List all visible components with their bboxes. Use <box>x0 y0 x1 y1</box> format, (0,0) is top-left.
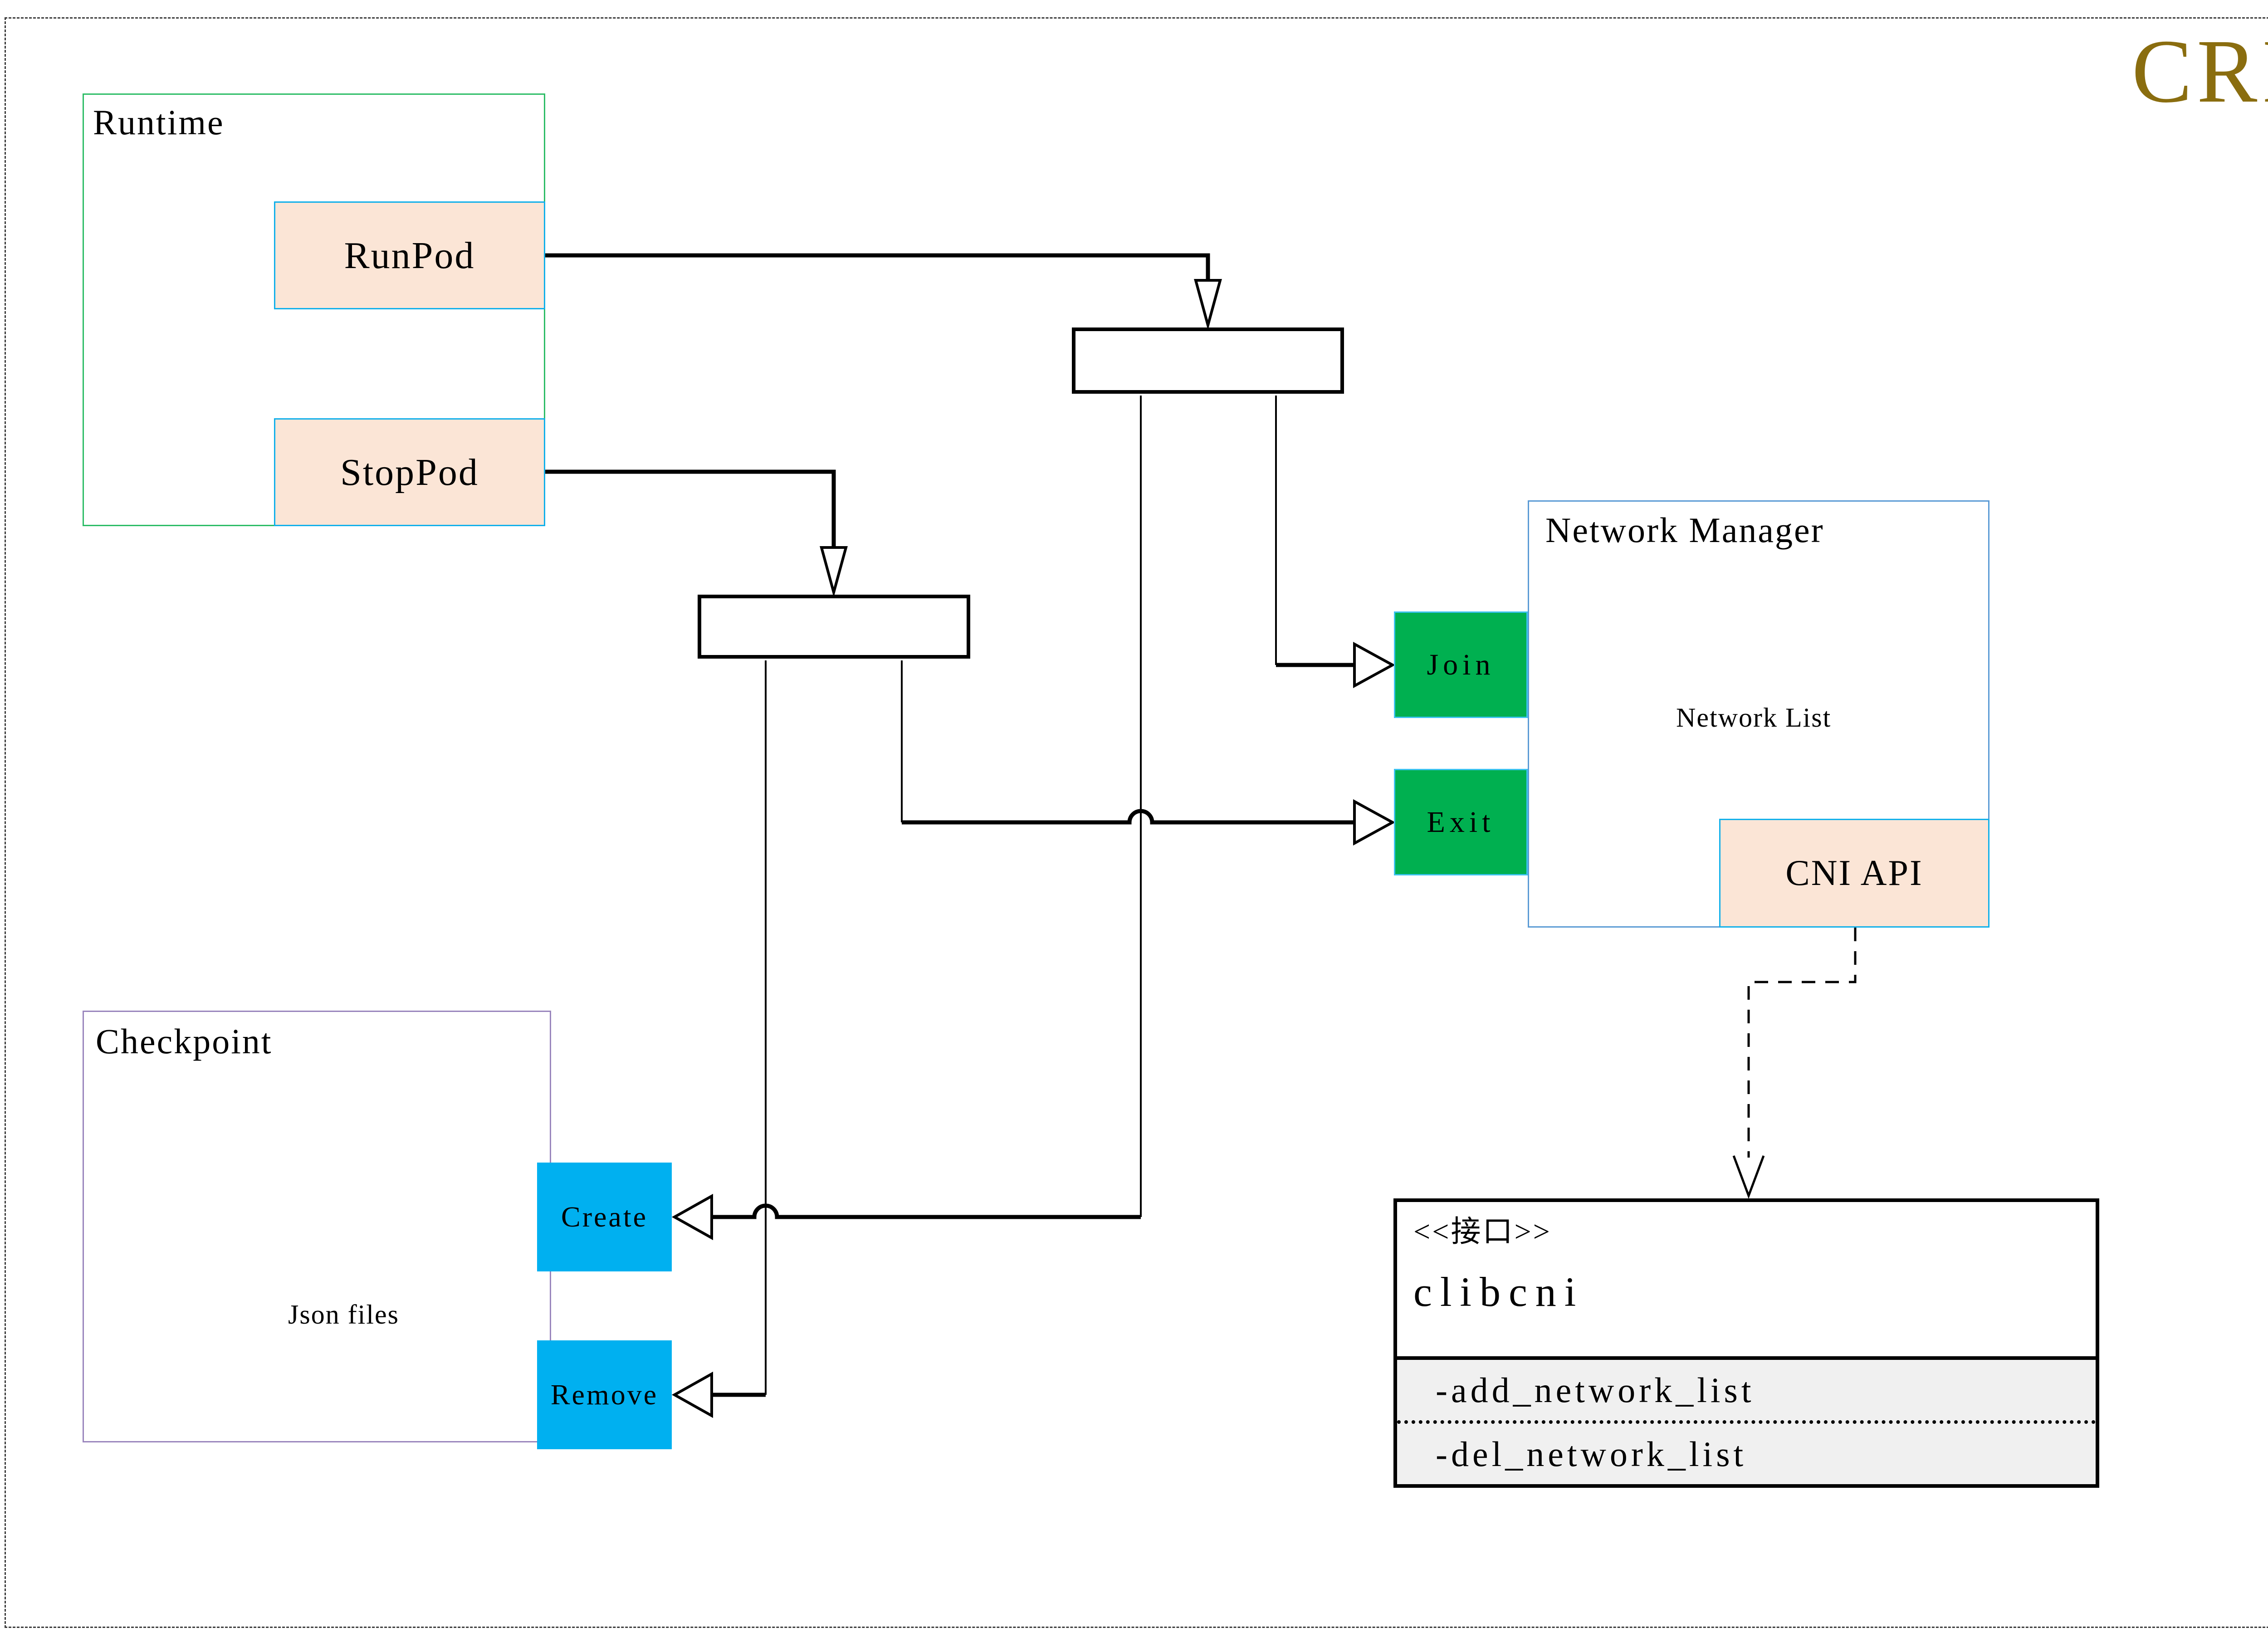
arrowhead-right-join <box>1353 641 1396 689</box>
runpod-label: RunPod <box>344 234 475 277</box>
runtime-label: Runtime <box>93 103 225 142</box>
arrowheads <box>671 279 1396 1418</box>
diagram-title: CRI <box>2131 21 2268 122</box>
runpod-to-junction1-line <box>545 253 1210 280</box>
exit-node: Exit <box>1394 769 1528 875</box>
clibcni-stereotype: <<接口>> <box>1413 1215 1552 1248</box>
stoppod-label: StopPod <box>340 451 479 494</box>
json-files-label: Json files <box>288 1300 399 1329</box>
clibcni-methods-section: -add_network_list -del_network_list <box>1397 1356 2096 1484</box>
remove-label: Remove <box>550 1378 659 1411</box>
junction2-to-exit-line <box>902 809 1354 825</box>
junction-bar-stoppod <box>698 595 970 659</box>
drop-lines <box>765 396 1277 1395</box>
arrowhead-down-junction1 <box>1194 279 1222 331</box>
clibcni-header: <<接口>> clibcni <box>1397 1202 2096 1356</box>
arrowhead-open-clibcni <box>1732 1155 1765 1199</box>
network-list-label: Network List <box>1676 703 1832 733</box>
arrow-lines <box>545 253 1354 1397</box>
cni-api-node: CNI API <box>1719 819 1989 928</box>
arrowhead-down-junction2 <box>820 546 848 598</box>
checkpoint-container: Checkpoint <box>83 1011 551 1442</box>
arrowhead-right-exit <box>1353 799 1396 846</box>
clibcni-interface-box: <<接口>> clibcni -add_network_list -del_ne… <box>1393 1198 2099 1488</box>
create-label: Create <box>561 1201 648 1233</box>
clibcni-name: clibcni <box>1413 1269 1584 1315</box>
arrowhead-left-create <box>671 1193 713 1241</box>
cni-api-label: CNI API <box>1785 853 1923 893</box>
network-manager-label: Network Manager <box>1545 510 1824 550</box>
stoppod-node: StopPod <box>274 418 545 526</box>
clibcni-method-add: -add_network_list <box>1397 1360 2096 1424</box>
clibcni-method-del: -del_network_list <box>1436 1434 1747 1474</box>
arrowhead-left-remove <box>671 1371 713 1418</box>
junction1-to-create-line <box>712 1203 1141 1219</box>
checkpoint-label: Checkpoint <box>96 1021 273 1061</box>
remove-node: Remove <box>537 1340 672 1449</box>
runpod-node: RunPod <box>274 201 545 309</box>
join-node: Join <box>1394 611 1528 718</box>
stoppod-to-junction2-line <box>545 469 836 547</box>
page-dashed-border <box>5 17 2268 1628</box>
exit-label: Exit <box>1427 805 1495 839</box>
cni-api-to-clibcni-dashed-line <box>1747 928 1857 1158</box>
create-node: Create <box>537 1163 672 1271</box>
junction-bar-runpod <box>1072 327 1344 394</box>
join-label: Join <box>1427 648 1495 681</box>
